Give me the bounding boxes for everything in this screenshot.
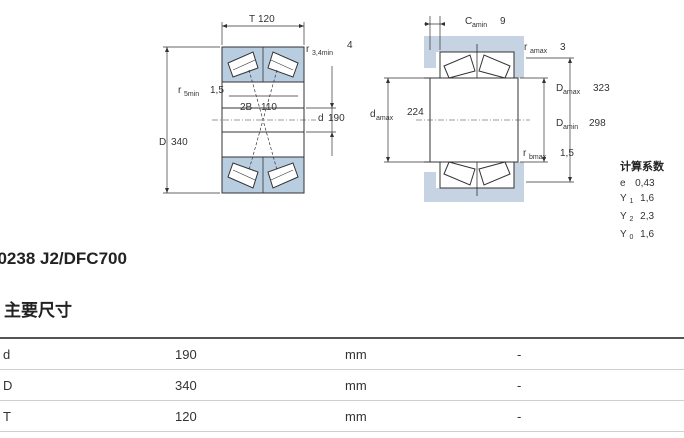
dimension-note: - [517, 337, 684, 370]
dimension-unit: mm [345, 369, 517, 401]
radius-r34-label: r [306, 44, 310, 55]
radius-ra-value: 3 [560, 42, 566, 53]
housing-Damin-value: 298 [589, 118, 606, 129]
dimension-note: - [517, 369, 684, 401]
factor-value: 1,6 [640, 229, 655, 240]
dimension-note: - [517, 400, 684, 432]
factor-row: Y 1 1,6 [620, 191, 664, 209]
dimension-unit: mm [345, 400, 517, 432]
factor-subscript: 1 [629, 198, 634, 205]
housing-Damax-sub: amax [563, 89, 581, 96]
calculation-factors: 计算系数 e 0,43 Y 1 1,6 Y 2 2,3 Y 0 1,6 [620, 160, 664, 245]
factor-subscript: 2 [629, 216, 634, 223]
shaft-da-value: 224 [407, 107, 424, 118]
abutment-Ca-sub: amin [472, 22, 487, 29]
section-title: 主要尺寸 [4, 301, 72, 320]
dimension-symbol: d [0, 337, 175, 370]
radius-r34-sub: 3,4min [312, 50, 333, 57]
housing-Damax-label: D [556, 83, 563, 94]
radius-r34-value: 4 [347, 40, 353, 51]
radius-ra-label: r [524, 42, 528, 53]
factor-value: 0,43 [635, 178, 655, 189]
dimension-unit: mm [345, 337, 517, 370]
inner-width-2B-value: 110 [261, 102, 277, 113]
left-arrowheads [165, 24, 334, 193]
inner-width-2B-label: 2B [240, 102, 253, 113]
radius-rb-value: 1,5 [560, 148, 574, 159]
bore-d-value: 190 [328, 113, 345, 124]
factor-symbol: e [620, 178, 626, 189]
outer-D-label: D [159, 137, 166, 148]
factor-value: 2,3 [640, 211, 655, 222]
factor-row: e 0,43 [620, 176, 664, 191]
left-dimension-lines [163, 22, 336, 194]
abutment-Ca-value: 9 [500, 16, 506, 27]
dimension-symbol: D [0, 369, 175, 401]
bearing-section [212, 46, 316, 194]
radius-r5-value: 1,5 [210, 85, 224, 96]
bore-d-label: d [318, 113, 324, 124]
housing-Damin-label: D [556, 118, 563, 129]
factor-symbol: Y [620, 211, 627, 222]
bearing-drawing: T 120 r 3,4min 4 r 5min 1,5 2B 110 d 190… [159, 14, 610, 202]
housing-Damin-sub: amin [563, 124, 578, 131]
table-row: T 120 mm - [0, 400, 684, 432]
factor-row: Y 0 1,6 [620, 227, 664, 245]
factor-symbol: Y [620, 193, 627, 204]
radius-r5-label: r [178, 85, 182, 96]
dimension-value: 340 [175, 369, 345, 401]
table-row: D 340 mm - [0, 369, 684, 401]
width-T-label: T [249, 14, 255, 25]
outer-D-value: 340 [171, 137, 188, 148]
radius-rb-sub: bmax [529, 154, 547, 161]
right-dimension-lines [384, 16, 574, 183]
dimension-symbol: T [0, 400, 175, 432]
right-arrowheads [386, 22, 572, 182]
factors-title: 计算系数 [620, 161, 664, 173]
mounting-drawing [416, 36, 530, 202]
abutment-Ca-label: C [465, 16, 472, 27]
radius-rb-label: r [523, 148, 527, 159]
factor-value: 1,6 [640, 193, 655, 204]
factor-subscript: 0 [629, 234, 634, 241]
radius-ra-sub: amax [530, 48, 548, 55]
product-designation: 30238 J2/DFC700 [0, 249, 127, 268]
width-T-value: 120 [258, 14, 275, 25]
shaft-da-label: d [370, 109, 376, 120]
factor-row: Y 2 2,3 [620, 209, 664, 227]
factor-symbol: Y [620, 229, 627, 240]
shaft-da-sub: amax [376, 115, 394, 122]
table-row: d 190 mm - [0, 337, 684, 370]
radius-r5-sub: 5min [184, 91, 199, 98]
dimensions-table: d 190 mm - D 340 mm - T 120 mm - [0, 337, 684, 432]
dimension-value: 120 [175, 400, 345, 432]
housing-Damax-value: 323 [593, 83, 610, 94]
dimension-value: 190 [175, 337, 345, 370]
